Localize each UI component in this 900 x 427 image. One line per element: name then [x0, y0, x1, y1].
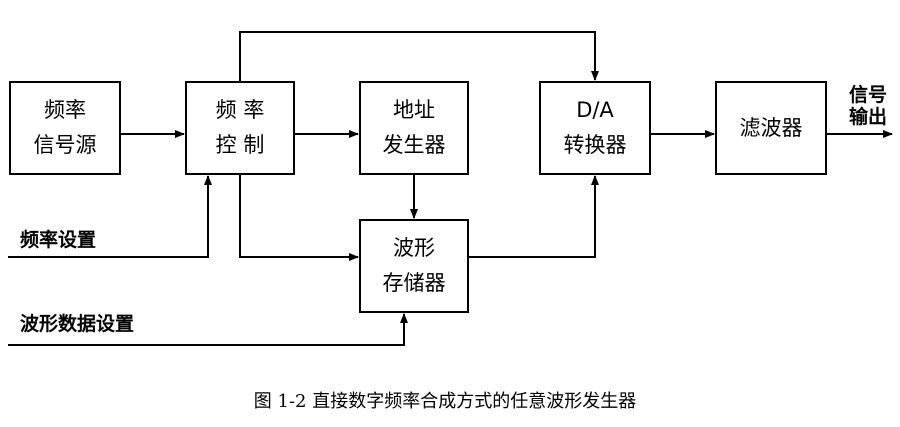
- address-generator-block: 地址 发生器: [359, 81, 469, 175]
- arrow-control-to-memory: [239, 174, 359, 261]
- waveform-data-setting-label: 波形数据设置: [20, 312, 134, 335]
- filter-block: 滤波器: [715, 81, 827, 175]
- freq-control-label-1: 频 率: [216, 98, 265, 122]
- da-converter-label-1: D/A: [576, 98, 614, 122]
- figure-caption: 图 1-2 直接数字频率合成方式的任意波形发生器: [254, 391, 636, 412]
- freq-control-label-2: 控 制: [216, 133, 265, 157]
- freq-control-block: 频 率 控 制: [185, 81, 295, 175]
- freq-source-block: 频率 信号源: [9, 81, 121, 175]
- address-generator-label-2: 发生器: [383, 133, 446, 157]
- signal-output-label-1: 信号: [849, 83, 887, 106]
- freq-source-box: [9, 81, 121, 175]
- signal-output-label-2: 输出: [849, 105, 887, 128]
- arrow-control-top-to-da: [239, 31, 599, 82]
- da-converter-label-2: 转换器: [564, 133, 627, 157]
- address-generator-box: [359, 81, 469, 175]
- freq-control-box: [185, 81, 295, 175]
- freq-source-label-2: 信号源: [34, 133, 97, 157]
- waveform-memory-label-2: 存储器: [383, 271, 446, 295]
- address-generator-label-1: 地址: [393, 98, 435, 122]
- freq-source-label-1: 频率: [44, 98, 86, 122]
- da-converter-box: [539, 81, 651, 175]
- filter-label: 滤波器: [740, 116, 803, 140]
- arrow-memory-to-da: [468, 175, 599, 258]
- arrow-freq-setting-input: [8, 175, 212, 258]
- arrow-waveform-data-input: [8, 313, 408, 346]
- filter-box: [715, 81, 827, 175]
- da-converter-block: D/A 转换器: [539, 81, 651, 175]
- freq-setting-label: 频率设置: [20, 228, 96, 251]
- waveform-memory-box: [359, 219, 469, 313]
- waveform-memory-label-1: 波形: [393, 236, 435, 260]
- waveform-memory-block: 波形 存储器: [359, 219, 469, 313]
